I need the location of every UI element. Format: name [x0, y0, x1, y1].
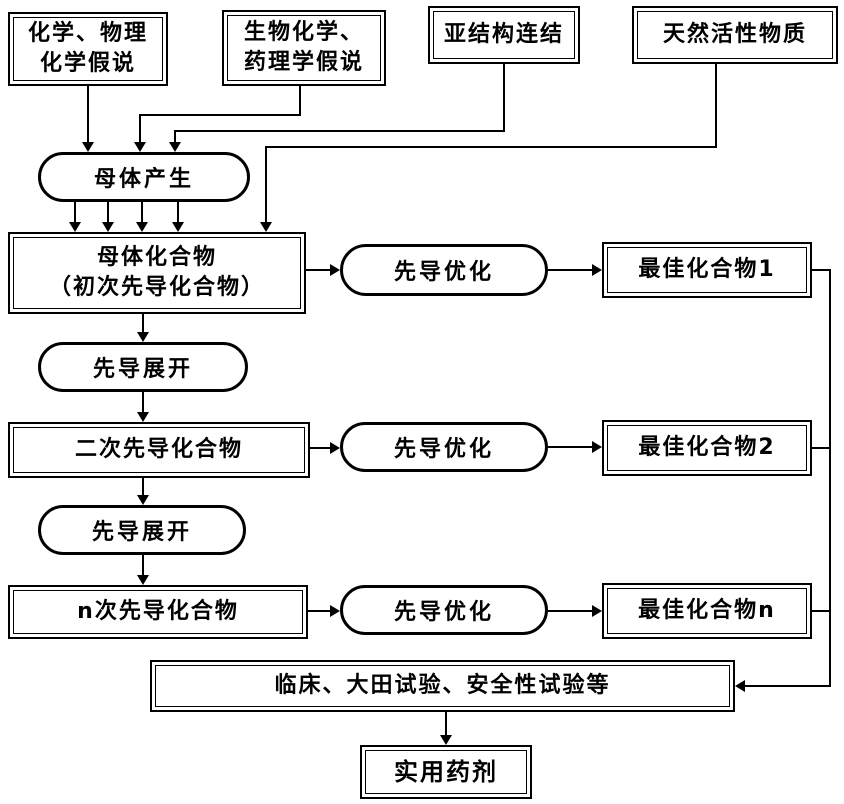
node-parent-generation: 母体产生 [38, 152, 250, 202]
connector-opt1-to-best1 [548, 269, 592, 271]
node-practical-agent: 实用药剂 [360, 745, 532, 799]
connector-parentgen-out-3 [141, 202, 143, 222]
connector-chem-to-parentgen [87, 86, 89, 142]
arrowhead-left [735, 680, 745, 692]
connector-parentgen-out-2 [107, 202, 109, 222]
connector-exp2-to-nth [142, 555, 144, 575]
connector-best1-to-collector [812, 269, 830, 271]
node-practical-agent-label: 实用药剂 [394, 757, 498, 786]
text-line: 化学、物理 [27, 21, 148, 47]
connector-nth-to-opt3 [308, 610, 330, 612]
arrowhead-right [330, 264, 340, 276]
connector-trials-to-practical [445, 712, 447, 735]
connector-secondary-to-exp2 [142, 478, 144, 495]
arrowhead-down [440, 735, 452, 745]
node-lead-optimization-2-label: 先导优化 [393, 437, 494, 462]
node-lead-expansion-2: 先导展开 [38, 505, 246, 555]
node-clinical-trials-label: 临床、大田试验、安全性试验等 [274, 673, 611, 699]
connector-collector-to-trials [745, 685, 831, 687]
node-lead-optimization-1-label: 先导优化 [393, 260, 494, 285]
connector-parentcompound-to-exp1 [142, 314, 144, 332]
connector-parentgen-out-4 [177, 202, 179, 222]
node-lead-expansion-1-label: 先导展开 [92, 357, 193, 382]
arrowhead-right [330, 605, 340, 617]
connector-opt3-to-bestn [548, 610, 592, 612]
node-best-compound-1: 最佳化合物1 [602, 242, 812, 298]
arrowhead-right [592, 605, 602, 617]
node-parent-generation-label: 母体产生 [93, 167, 194, 192]
connector-substructure-down [503, 64, 505, 132]
node-substructure-connection-label: 亚结构连结 [443, 22, 564, 48]
node-natural-active-substance-label: 天然活性物质 [662, 22, 807, 48]
connector-bio-down [299, 86, 301, 116]
arrowhead-down [172, 222, 184, 232]
node-lead-expansion-2-label: 先导展开 [91, 520, 192, 545]
connector-substructure-left [174, 130, 505, 132]
text-line: 母体化合物 [96, 245, 217, 271]
arrowhead-down [137, 495, 149, 505]
node-secondary-lead-compound-label: 二次先导化合物 [74, 437, 243, 463]
arrowhead-down [137, 332, 149, 342]
node-lead-optimization-3: 先导优化 [340, 585, 548, 635]
connector-exp1-to-secondary [142, 392, 144, 412]
arrowhead-right [592, 441, 602, 453]
node-hypothesis-chemistry: 化学、物理 化学假说 [8, 12, 168, 86]
connector-parentgen-out-1 [74, 202, 76, 222]
arrowhead-down [69, 222, 81, 232]
connector-collector-vertical [829, 269, 831, 687]
arrowhead-down [137, 575, 149, 585]
node-best-compound-n: 最佳化合物n [602, 583, 812, 639]
node-best-compound-1-label: 最佳化合物1 [638, 257, 776, 283]
text-line: 化学假说 [39, 51, 136, 76]
node-natural-active-substance: 天然活性物质 [632, 6, 838, 64]
arrowhead-right [592, 264, 602, 276]
node-best-compound-2-label: 最佳化合物2 [638, 435, 776, 461]
arrowhead-down [134, 142, 146, 152]
connector-bio-left [139, 114, 301, 116]
node-lead-optimization-3-label: 先导优化 [393, 600, 494, 625]
connector-parentcompound-to-opt1 [306, 269, 330, 271]
text-line: 生物化学、 [243, 20, 364, 46]
arrowhead-down [260, 222, 272, 232]
connector-bio-to-parentgen [139, 114, 141, 142]
connector-opt2-to-best2 [548, 446, 592, 448]
node-hypothesis-chemistry-label: 化学、物理 化学假说 [28, 19, 148, 78]
node-nth-lead-compound: n次先导化合物 [8, 585, 308, 639]
arrowhead-down [82, 142, 94, 152]
connector-secondary-to-opt2 [310, 447, 330, 449]
node-lead-optimization-2: 先导优化 [340, 422, 548, 472]
node-secondary-lead-compound: 二次先导化合物 [8, 422, 310, 478]
arrowhead-right [330, 442, 340, 454]
node-hypothesis-biochemistry: 生物化学、 药理学假说 [222, 10, 386, 86]
node-best-compound-n-label: 最佳化合物n [638, 598, 776, 624]
arrowhead-down [137, 412, 149, 422]
node-best-compound-2: 最佳化合物2 [602, 420, 812, 476]
arrowhead-down [169, 142, 181, 152]
connector-best2-to-collector [812, 447, 830, 449]
connector-natural-left [265, 146, 717, 148]
arrowhead-down [136, 222, 148, 232]
text-line: （初次先导化合物） [48, 275, 265, 300]
node-clinical-trials: 临床、大田试验、安全性试验等 [150, 660, 735, 712]
connector-bestn-to-collector [812, 610, 830, 612]
node-parent-compound: 母体化合物 （初次先导化合物） [8, 232, 306, 314]
text-line: 药理学假说 [243, 50, 364, 75]
node-nth-lead-compound-label: n次先导化合物 [77, 599, 239, 625]
node-lead-optimization-1: 先导优化 [340, 244, 548, 296]
arrowhead-down [102, 222, 114, 232]
connector-natural-to-parentcompound [265, 146, 267, 222]
connector-natural-down [715, 64, 717, 148]
node-hypothesis-biochemistry-label: 生物化学、 药理学假说 [244, 18, 364, 77]
node-substructure-connection: 亚结构连结 [428, 6, 580, 64]
node-parent-compound-label: 母体化合物 （初次先导化合物） [49, 243, 265, 302]
node-lead-expansion-1: 先导展开 [38, 342, 248, 392]
connector-substructure-to-parentgen [174, 130, 176, 142]
